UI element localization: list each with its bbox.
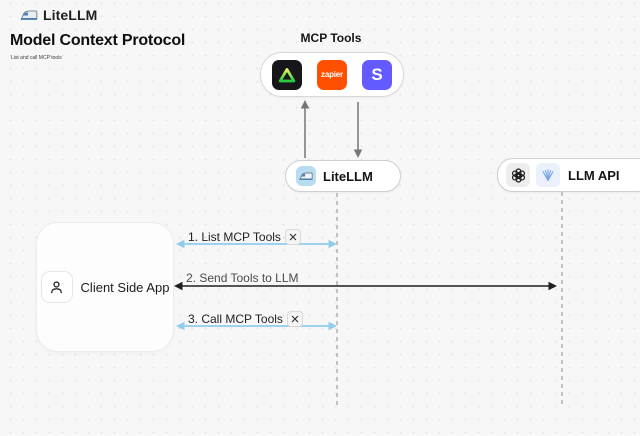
stripe-letter: S (371, 65, 383, 84)
litellm-node[interactable]: LiteLLM (285, 160, 401, 192)
zapier-wordmark: zapier (321, 70, 343, 79)
app-brand: LiteLLM (20, 7, 97, 23)
litellm-train-badge-icon (296, 166, 316, 186)
user-icon (40, 271, 73, 303)
openai-icon (506, 163, 530, 187)
green-triangle-tool-icon[interactable] (272, 59, 302, 90)
message-1-label: 1. List MCP Tools (188, 230, 281, 244)
litellm-train-icon (20, 8, 38, 23)
client-side-app-label: Client Side App (80, 279, 170, 295)
arrow-up-to-mcp (300, 100, 310, 158)
stripe-icon[interactable]: S (362, 59, 392, 90)
page-subtitle: List and call MCP tools (11, 55, 62, 61)
message-2-label: 2. Send Tools to LLM (186, 271, 299, 285)
message-send-tools-to-llm: 2. Send Tools to LLM (186, 271, 299, 285)
litellm-node-label: LiteLLM (323, 168, 373, 184)
message-3-label: 3. Call MCP Tools (188, 312, 283, 326)
message-call-mcp-tools: 3. Call MCP Tools (188, 311, 303, 327)
mcp-tools-label: MCP Tools (300, 31, 362, 45)
arrow-down-to-litellm (353, 102, 363, 158)
llm-api-node-label: LLM API (568, 167, 620, 183)
mcp-tools-container[interactable]: zapier S (260, 52, 404, 97)
client-side-app-node[interactable]: Client Side App (36, 222, 174, 352)
llm-api-node[interactable]: LLM API (497, 158, 640, 192)
tools-icon (286, 311, 303, 327)
message-list-mcp-tools: 1. List MCP Tools (188, 229, 301, 245)
tools-icon (284, 229, 301, 245)
app-brand-name: LiteLLM (43, 7, 98, 23)
llm-provider-fan-icon (536, 163, 560, 187)
zapier-icon[interactable]: zapier (317, 59, 347, 90)
page-title: Model Context Protocol (10, 32, 186, 49)
